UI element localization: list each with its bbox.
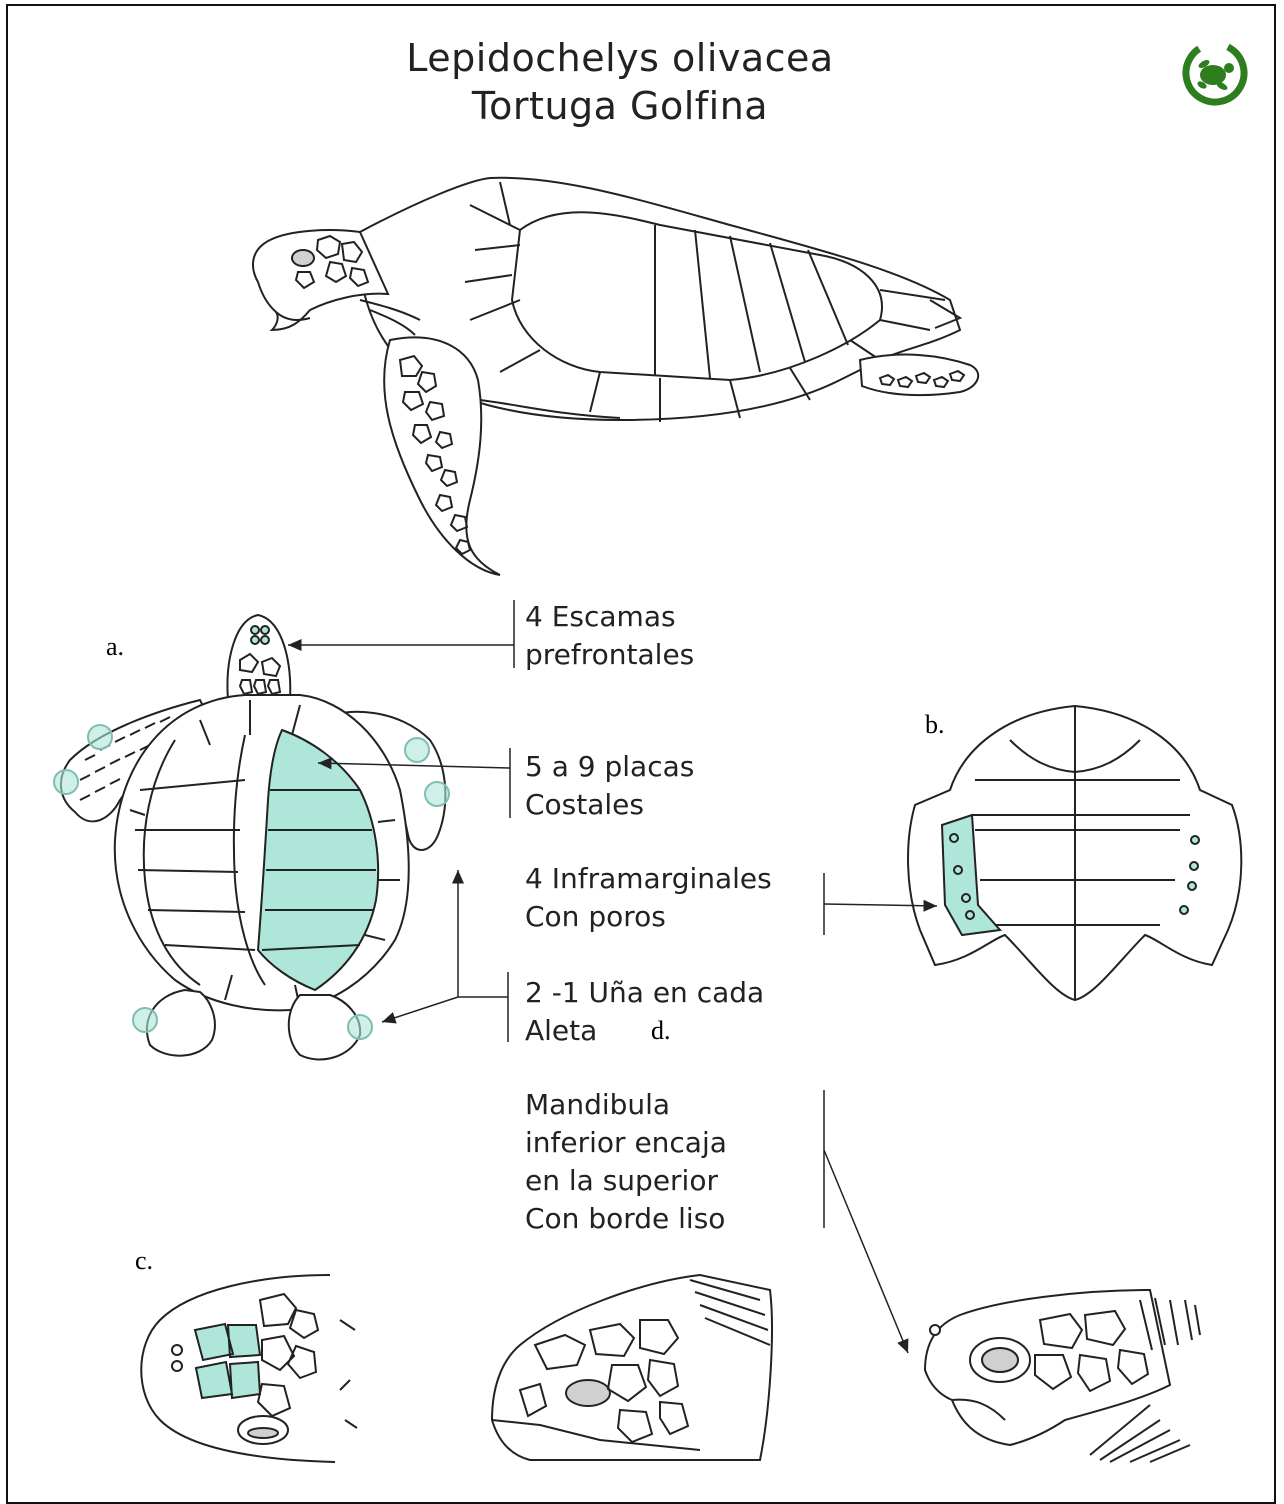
annotation-inframarginales: 4 Inframarginales Con poros	[525, 860, 772, 936]
annotation-line: 4 Inframarginales	[525, 860, 772, 898]
head-lateral-left	[492, 1275, 772, 1460]
annotation-line: Con poros	[525, 898, 772, 936]
annotation-una: 2 -1 Uña en cada Aleta	[525, 974, 764, 1050]
head-dorsal	[141, 1275, 357, 1462]
turtle-side-view	[253, 178, 978, 575]
annotation-line: Costales	[525, 786, 694, 824]
annotation-line: 4 Escamas	[525, 598, 694, 636]
panel-label-b: b.	[925, 710, 945, 740]
annotation-line: inferior encaja	[525, 1124, 727, 1162]
panel-label-c: c.	[135, 1246, 153, 1276]
annotation-line: Aleta	[525, 1012, 764, 1050]
annotation-prefrontales: 4 Escamas prefrontales	[525, 598, 694, 674]
annotation-costales: 5 a 9 placas Costales	[525, 748, 694, 824]
annotation-mandibula: Mandibula inferior encaja en la superior…	[525, 1086, 727, 1238]
turtle-dorsal-view	[54, 615, 449, 1059]
head-lateral-right	[925, 1290, 1200, 1462]
annotation-line: 2 -1 Uña en cada	[525, 974, 764, 1012]
panel-label-a: a.	[106, 632, 124, 662]
plastron-view	[908, 706, 1241, 1000]
annotation-line: Con borde liso	[525, 1200, 727, 1238]
annotation-line: prefrontales	[525, 636, 694, 674]
annotation-line: Mandibula	[525, 1086, 727, 1124]
annotation-line: en la superior	[525, 1162, 727, 1200]
annotation-line: 5 a 9 placas	[525, 748, 694, 786]
